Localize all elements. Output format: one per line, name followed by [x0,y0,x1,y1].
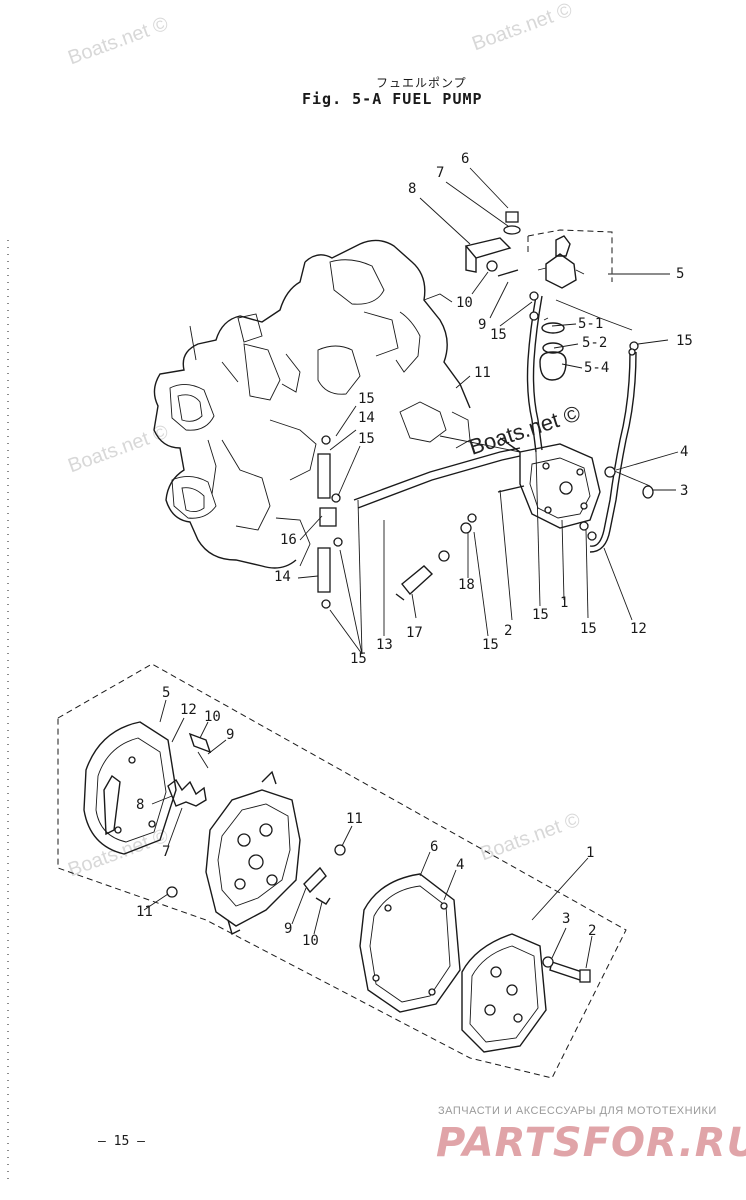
callout: 14 [274,569,291,585]
callout: 15 [580,621,597,637]
title-japanese: フュエルポンプ [376,76,467,90]
callout: 10 [456,295,473,311]
callout: 15 [358,391,375,407]
callout: 1 [586,845,595,861]
callout: 17 [406,625,423,641]
callout: 5-1 [578,316,604,332]
callout: 5 [676,266,685,282]
callout: 15 [350,651,367,667]
callout: 9 [226,727,235,743]
callout: 8 [408,181,417,197]
shop-logo[interactable]: PARTSFOR.RU [436,1120,746,1166]
callout: 11 [136,904,153,920]
callout: 18 [458,577,475,593]
callout: 1 [560,595,569,611]
callout: 4 [680,444,689,460]
exploded-view-frame [57,663,627,1079]
callout: 6 [430,839,439,855]
callout: 13 [376,637,393,653]
callout: 16 [280,532,297,548]
callout: 7 [436,165,445,181]
callout: 15 [490,327,507,343]
callout: 2 [504,623,513,639]
fuel-hoses [317,291,639,609]
callout: 10 [302,933,319,949]
callout: 2 [588,923,597,939]
callout: 7 [162,844,171,860]
callout: 14 [358,410,375,426]
lower-leader-lines [143,699,593,969]
page-number: – 15 – [98,1134,145,1149]
figure-title: Fig. 5-A FUEL PUMP [302,90,483,108]
upper-small-parts [395,211,654,601]
callout: 3 [680,483,689,499]
engine-block-outline [153,239,471,569]
callout: 15 [532,607,549,623]
callout: 5-2 [582,335,608,351]
callout: 8 [136,797,145,813]
fuel-pump-body [439,435,601,529]
callout: 5-4 [584,360,610,376]
fuel-filter-assembly [527,229,633,381]
callout: 12 [180,702,197,718]
callout: 11 [346,811,363,827]
callout: 3 [562,911,571,927]
callout: 9 [284,921,293,937]
callout: 15 [358,431,375,447]
callout: 5 [162,685,171,701]
pump-parts-lower [83,721,591,1053]
callout: 15 [482,637,499,653]
callout: 15 [676,333,693,349]
callout: 12 [630,621,647,637]
callout: 11 [474,365,491,381]
callout: 4 [456,857,465,873]
upper-leader-lines [297,167,679,655]
callout: 6 [461,151,470,167]
callout: 9 [478,317,487,333]
callout: 10 [204,709,221,725]
shop-tagline: ЗАПЧАСТИ И АКСЕССУАРЫ ДЛЯ МОТОТЕХНИКИ [438,1105,717,1117]
